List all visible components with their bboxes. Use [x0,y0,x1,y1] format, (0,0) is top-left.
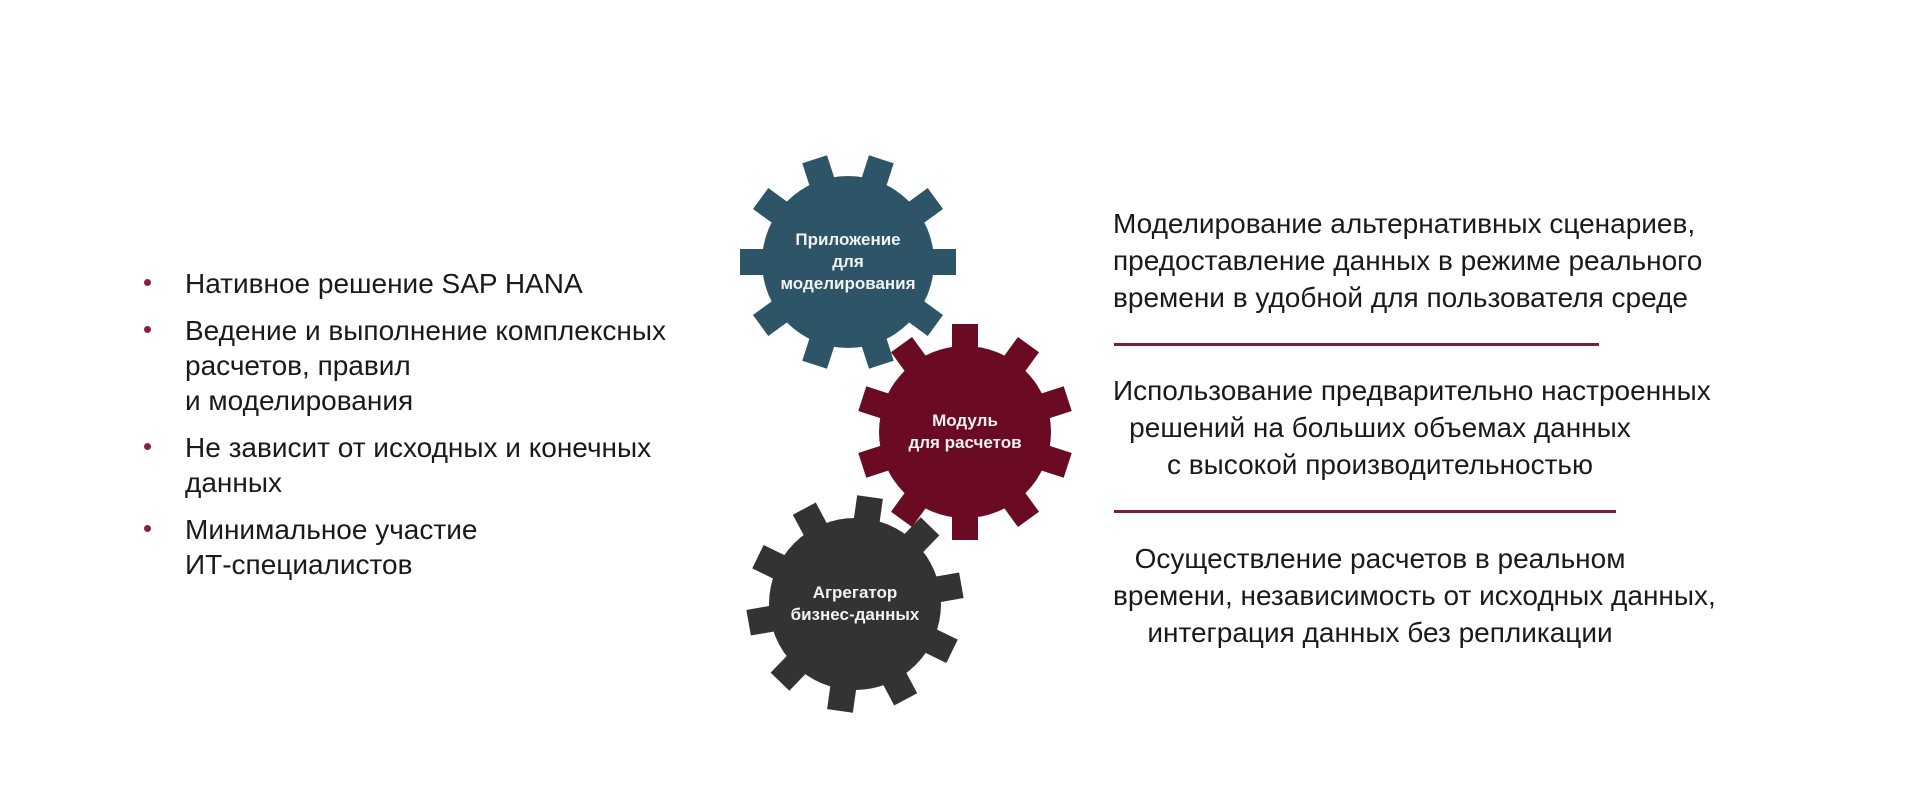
gear-label-line: Агрегатор [812,583,898,602]
gear-icon [740,155,956,369]
bullet-text: данных [185,467,282,498]
bullet-dot-icon [144,525,151,532]
description-line: решений на больших объемах данных [1129,412,1631,443]
description-aggregator: Осуществление расчетов в реальном времен… [1113,540,1716,651]
bullet-text: Нативное решение SAP HANA [185,268,583,299]
gear-label: Приложение для моделирования [738,152,958,372]
description-line: Осуществление расчетов в реальном [1134,543,1626,574]
feature-bullet-list: Нативное решение SAP HANA Ведение и выпо… [140,266,720,594]
gear-label-line: для [832,252,864,271]
description-line: Моделирование альтернативных сценариев, [1113,208,1696,239]
description-line: с высокой производительностью [1166,449,1594,480]
bullet-item: Не зависит от исходных и конечных данных [140,430,720,500]
description-line: Использование предварительно настроенных [1113,375,1711,406]
gear-label-line: бизнес-данных [790,605,920,624]
gear-icon [746,495,964,713]
gear-label-line: Приложение [795,230,901,249]
bullet-text: Ведение и выполнение комплексных [185,315,666,346]
gear-business-data-aggregator: Агрегатор бизнес-данных [745,494,965,714]
gear-modeling-app: Приложение для моделирования [738,152,958,372]
bullet-text: и моделирования [185,385,414,416]
bullet-text: Минимальное участие [185,514,478,545]
bullet-item: Минимальное участие ИТ-специалистов [140,512,720,582]
description-line: времени в удобной для пользователя среде [1113,282,1688,313]
bullet-text: расчетов, правил [185,350,411,381]
description-line: предоставление данных в режиме реального [1113,245,1703,276]
bullet-item: Нативное решение SAP HANA [140,266,720,301]
gear-label-line: Модуль [932,411,998,430]
bullet-text: Не зависит от исходных и конечных [185,432,652,463]
bullet-dot-icon [144,443,151,450]
description-line: интеграция данных без репликации [1147,617,1613,648]
gear-label-line: моделирования [780,274,916,293]
divider-line [1114,510,1616,513]
gear-icon [858,324,1072,540]
gear-label-line: для расчетов [908,433,1022,452]
gear-label: Модуль для расчетов [855,322,1075,542]
bullet-item: Ведение и выполнение комплексных расчето… [140,313,720,418]
bullet-text: ИТ-специалистов [185,549,413,580]
gear-label: Агрегатор бизнес-данных [745,494,965,714]
description-calc: Использование предварительно настроенных… [1113,372,1711,483]
divider-line [1114,343,1599,346]
gear-calc-module: Модуль для расчетов [855,322,1075,542]
description-modeling: Моделирование альтернативных сценариев, … [1113,205,1703,316]
description-line: времени, независимость от исходных данны… [1113,580,1716,611]
bullet-dot-icon [144,279,151,286]
bullet-dot-icon [144,326,151,333]
